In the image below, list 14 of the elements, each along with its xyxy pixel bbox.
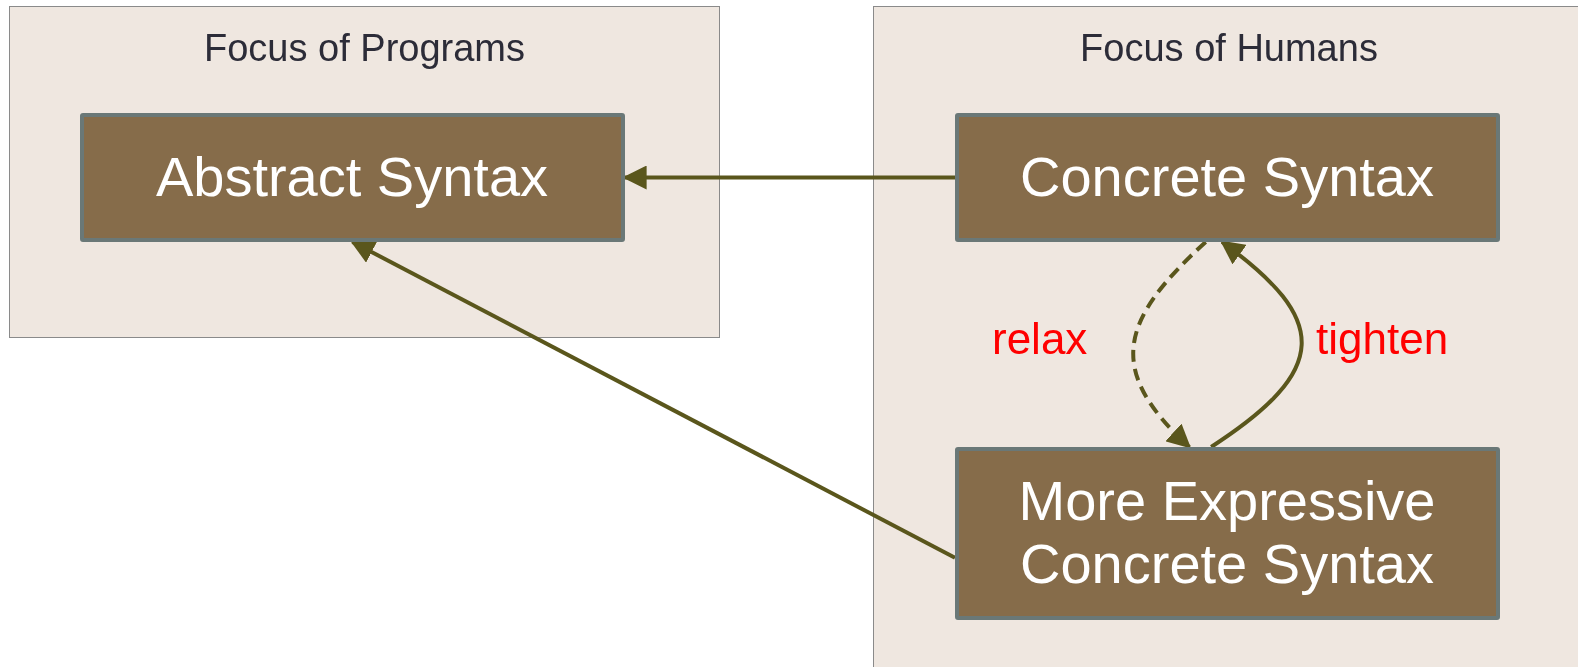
group-title: Focus of Programs [203,27,526,70]
arrow [350,240,956,560]
box-label: Abstract Syntax [155,145,549,209]
arrow [622,165,955,190]
syntax-box [79,112,625,242]
syntax-box [954,112,1500,242]
group-panel [9,6,720,338]
arrow [1131,240,1208,449]
box-label: Concrete Syntax [1020,145,1434,209]
box-label: More Expressive Concrete Syntax [1017,470,1437,596]
syntax-box [954,446,1500,620]
arrow [1210,240,1304,449]
group-panel [873,6,1578,667]
group-title: Focus of Humans [1079,27,1379,70]
